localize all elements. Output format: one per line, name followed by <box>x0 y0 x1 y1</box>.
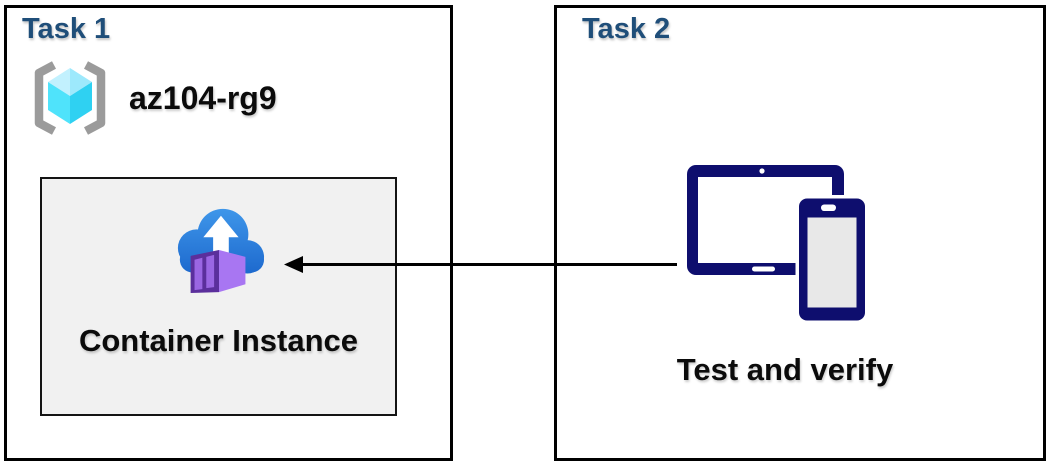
cube-glyph <box>48 68 92 124</box>
container-instance-box: Container Instance <box>40 177 397 416</box>
tablet-camera-dot <box>759 168 765 174</box>
phone-icon <box>795 195 869 323</box>
upload-arrow-icon <box>203 215 239 261</box>
tablet-home-slot <box>752 266 775 272</box>
container-instance-label: Container Instance <box>78 323 359 358</box>
container-cube-icon <box>190 249 246 294</box>
bracket-left <box>34 61 56 135</box>
resource-group-name: az104-rg9 <box>129 79 277 116</box>
test-and-verify-label: Test and verify <box>676 352 894 387</box>
task1-title: Task 1 <box>22 13 111 45</box>
tablet-and-phone-icon <box>687 165 869 323</box>
resource-group-row: az104-rg9 <box>27 60 277 136</box>
bracket-right <box>84 61 106 135</box>
task1-box: Task 1 az104-rg9 <box>4 5 453 461</box>
azure-container-instances-icon <box>177 208 265 294</box>
phone-screen <box>807 217 857 308</box>
task2-box: Task 2 Test and verify <box>554 5 1046 461</box>
task2-title: Task 2 <box>582 13 671 45</box>
azure-resource-group-icon <box>34 61 106 135</box>
phone-speaker-slot <box>821 204 836 211</box>
